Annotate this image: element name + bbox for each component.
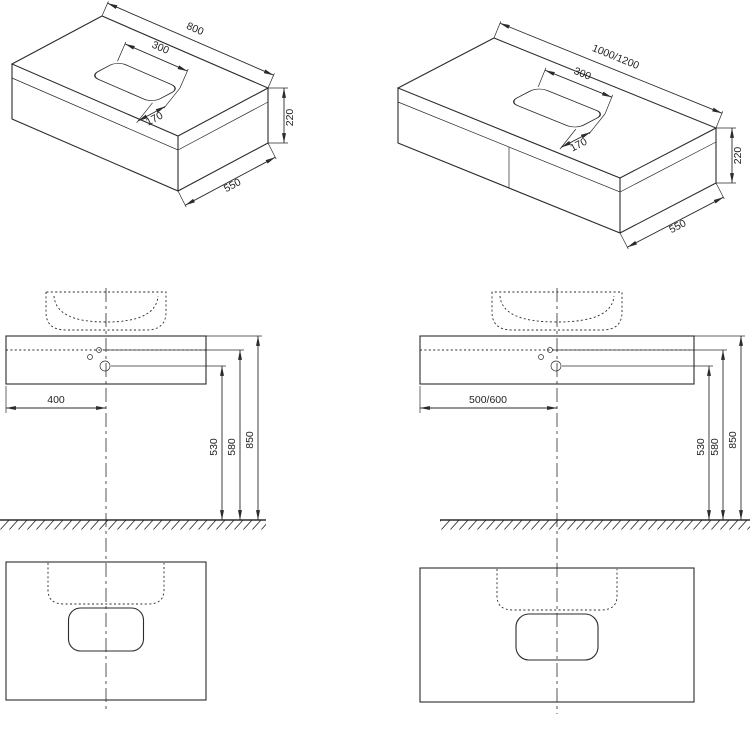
dim-center-offset-left: 400 <box>5 386 106 413</box>
dim-height-right: 220 <box>716 127 744 184</box>
dim-530-left: 530 <box>111 365 226 520</box>
basin-cutout-plan <box>67 607 145 652</box>
dim-cutout-depth-right: 170 <box>559 113 606 155</box>
dim-label-cutout-depth-right: 170 <box>568 136 589 155</box>
dim-depth-left: 550 <box>177 142 277 208</box>
dim-label-530-left: 530 <box>208 438 220 456</box>
dim-530-right: 530 <box>562 365 713 520</box>
dim-cutout-depth-left: 170 <box>136 87 181 128</box>
dim-850-left: 850 <box>206 335 262 520</box>
plan-view-right <box>419 567 695 703</box>
drain-hole <box>99 360 111 372</box>
dim-580-right: 580 <box>554 349 727 520</box>
cabinet-body-right <box>396 37 718 234</box>
washbasin-plan-outline <box>47 563 165 605</box>
floor-hatching <box>440 520 750 530</box>
cabinet-vertical-edges <box>397 87 717 234</box>
fixing-hole <box>547 347 553 353</box>
iso-view-right: 1000/1200 300 170 220 550 <box>396 21 744 250</box>
dim-label-580-right: 580 <box>709 438 721 456</box>
dim-center-offset-right: 500/600 <box>419 386 557 413</box>
washbasin-bowl-curve <box>53 295 159 323</box>
plan-view-left <box>5 561 207 701</box>
countertop-slab-line <box>397 101 717 193</box>
dim-width-left: 800 <box>101 1 275 89</box>
countertop-slab-line <box>11 77 269 151</box>
dim-label-depth-right: 550 <box>667 217 688 236</box>
fixing-hole <box>87 354 93 360</box>
fixing-hole <box>538 354 544 360</box>
washbasin-outline <box>491 291 623 331</box>
basin-cutout-right <box>513 88 601 128</box>
dim-label-width-right: 1000/1200 <box>590 42 641 72</box>
dim-label-depth-left: 550 <box>222 176 243 195</box>
dim-580-left: 580 <box>103 349 244 520</box>
dim-label-height-right: 220 <box>732 147 744 165</box>
dim-label-cutout-width-right: 300 <box>572 65 593 83</box>
dim-label-580-left: 580 <box>226 438 238 456</box>
washbasin-outline <box>45 291 167 331</box>
dim-width-right: 1000/1200 <box>493 21 724 129</box>
dim-height-left: 220 <box>268 87 296 144</box>
front-view-right: 500/600 530 580 850 <box>419 288 750 714</box>
washbasin-plan-outline <box>496 569 618 611</box>
dim-label-width-left: 800 <box>185 20 206 38</box>
floor-left <box>0 519 266 530</box>
dim-label-center-offset-right: 500/600 <box>469 394 507 406</box>
dim-label-center-offset-left: 400 <box>47 394 65 406</box>
drain-hole <box>550 360 562 372</box>
cabinet-top-face <box>396 37 718 179</box>
dim-850-right: 850 <box>694 335 745 520</box>
iso-view-left: 800 300 170 220 550 <box>10 1 296 208</box>
washbasin-bowl-curve <box>499 295 615 323</box>
dim-label-850-left: 850 <box>244 431 256 449</box>
basin-cutout-left <box>94 63 176 101</box>
cabinet-body-left <box>10 15 270 192</box>
front-view-left: 400 530 580 850 <box>0 288 266 712</box>
dim-cutout-width-right: 300 <box>537 65 614 115</box>
dim-label-850-right: 850 <box>727 431 739 449</box>
countertop-plan-outline <box>419 567 695 703</box>
floor-right <box>440 519 750 530</box>
dim-label-cutout-width-left: 300 <box>150 39 171 57</box>
basin-cutout-plan <box>515 613 599 661</box>
dim-label-530-right: 530 <box>695 438 707 456</box>
dim-label-cutout-depth-left: 170 <box>144 109 165 128</box>
dim-cutout-width-left: 300 <box>117 39 189 89</box>
dim-depth-right: 550 <box>619 182 725 250</box>
fixing-hole <box>96 347 102 353</box>
dim-label-height-left: 220 <box>284 109 296 127</box>
floor-hatching <box>0 520 266 530</box>
countertop-plan-outline <box>5 561 207 701</box>
cabinet-vertical-edges <box>11 63 269 192</box>
